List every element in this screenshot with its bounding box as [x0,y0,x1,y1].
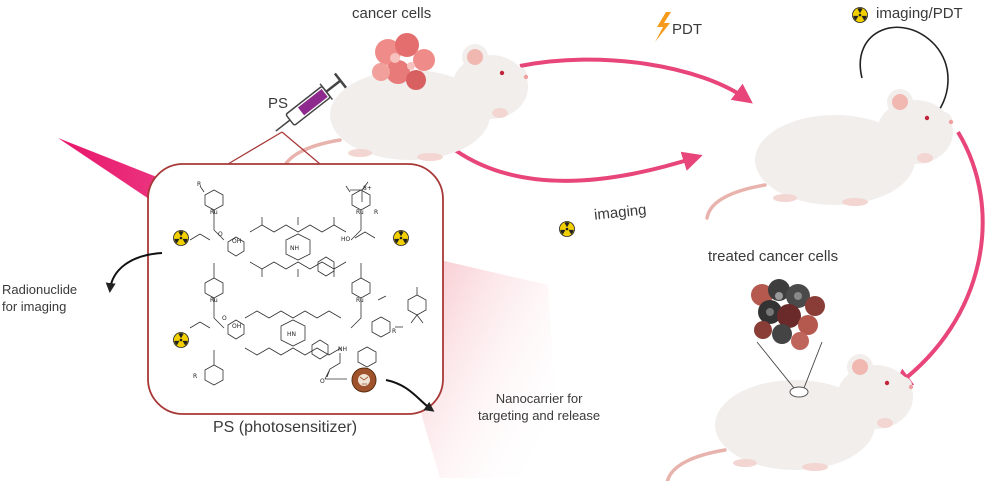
label-cancer-cells: cancer cells [352,5,432,22]
syringe-icon [275,72,347,132]
svg-text:O: O [218,231,223,238]
svg-text:Ru: Ru [356,209,364,216]
svg-text:Ru: Ru [210,209,218,216]
label-nanocarrier: Nanocarrier for targeting and release [478,391,601,423]
svg-text:O: O [320,378,325,385]
svg-text:R: R [392,328,396,335]
arrow-nanocarrier [385,379,435,412]
svg-text:Ru: Ru [210,297,218,304]
radiation-icon [559,221,575,237]
svg-text:OH: OH [232,323,241,330]
label-pdt: PDT [672,21,702,38]
arrow-radionuclide [105,252,163,293]
tumor-icon [372,33,435,90]
mouse-icon [705,87,955,220]
svg-text:Ru: Ru [356,297,364,304]
svg-text:8+: 8+ [363,185,372,192]
photosensitizer-box [147,163,444,415]
svg-text:OH: OH [232,238,241,245]
light-beam-right [420,260,560,478]
label-imaging-pdt: imaging/PDT [876,5,963,22]
svg-text:R: R [197,181,201,188]
radiation-icon [393,230,409,246]
radiation-icon [173,230,189,246]
label-radionuclide: Radionuclide for imaging [2,282,78,314]
radiation-icon [852,7,868,23]
connector-left [227,131,283,165]
svg-text:O: O [222,315,227,322]
connector-right [281,131,321,165]
arrow-imaging-pdt-loop [859,26,949,120]
svg-text:HO: HO [341,236,351,243]
zoom-line-right [803,341,823,389]
radiation-icon [173,332,189,348]
svg-text:NH: NH [290,245,299,252]
molecule-structure [189,181,427,386]
arrow-to-imaging [453,148,703,183]
tumor-site [789,386,809,398]
label-ps: PS [268,95,289,112]
svg-text:R: R [374,209,378,216]
svg-text:HN: HN [287,331,296,338]
arrow-to-treated [892,130,985,389]
nanocarrier-icon [351,367,377,393]
light-beam-left [58,138,172,205]
arrow-to-pdt [519,57,753,104]
svg-text:R: R [193,373,197,380]
treated-tumor-icon [751,279,825,350]
lightning-icon [655,12,671,42]
label-treated-cancer-cells: treated cancer cells [708,248,839,265]
svg-text:NH: NH [338,346,347,353]
zoom-line-left [756,341,795,389]
mouse-icon [665,352,915,481]
label-ps-photosensitizer: PS (photosensitizer) [213,419,358,436]
